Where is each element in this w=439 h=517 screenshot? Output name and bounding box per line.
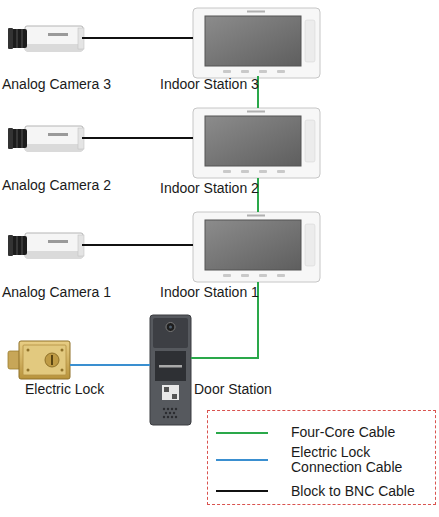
legend-line bbox=[216, 428, 268, 438]
legend-box: Four-Core CableElectric Lock Connection … bbox=[207, 410, 436, 505]
device-label: Analog Camera 1 bbox=[2, 285, 111, 300]
legend-line bbox=[216, 486, 268, 496]
door-station-node: Door Station bbox=[150, 315, 191, 425]
indoor-station-node: Indoor Station 2 bbox=[193, 108, 320, 178]
legend-line bbox=[216, 455, 268, 465]
cable-connector bbox=[82, 244, 193, 246]
camera-node: Analog Camera 2 bbox=[8, 126, 82, 151]
indoor-station-node: Indoor Station 3 bbox=[193, 8, 320, 76]
electric-lock-node: Electric Lock bbox=[8, 341, 70, 379]
device-label: Door Station bbox=[194, 382, 272, 397]
cable-connector bbox=[82, 37, 193, 39]
device-label: Indoor Station 2 bbox=[160, 181, 259, 196]
camera-node: Analog Camera 3 bbox=[8, 26, 82, 51]
indoor-station-node: Indoor Station 1 bbox=[193, 212, 320, 282]
legend-text: Block to BNC Cable bbox=[291, 484, 431, 499]
camera-node: Analog Camera 1 bbox=[8, 233, 82, 258]
legend-line-sample bbox=[216, 432, 268, 434]
device-label: Indoor Station 1 bbox=[160, 285, 259, 300]
device-label: Analog Camera 3 bbox=[2, 77, 111, 92]
device-label: Electric Lock bbox=[25, 382, 104, 397]
device-label: Analog Camera 2 bbox=[2, 178, 111, 193]
legend-text: Electric Lock Connection Cable bbox=[291, 445, 431, 475]
cable-connector bbox=[70, 364, 150, 366]
legend-line-sample bbox=[216, 459, 268, 461]
legend-text: Four-Core Cable bbox=[291, 425, 431, 440]
cable-connector bbox=[82, 137, 193, 139]
device-label: Indoor Station 3 bbox=[160, 77, 259, 92]
legend-line-sample bbox=[216, 490, 268, 492]
